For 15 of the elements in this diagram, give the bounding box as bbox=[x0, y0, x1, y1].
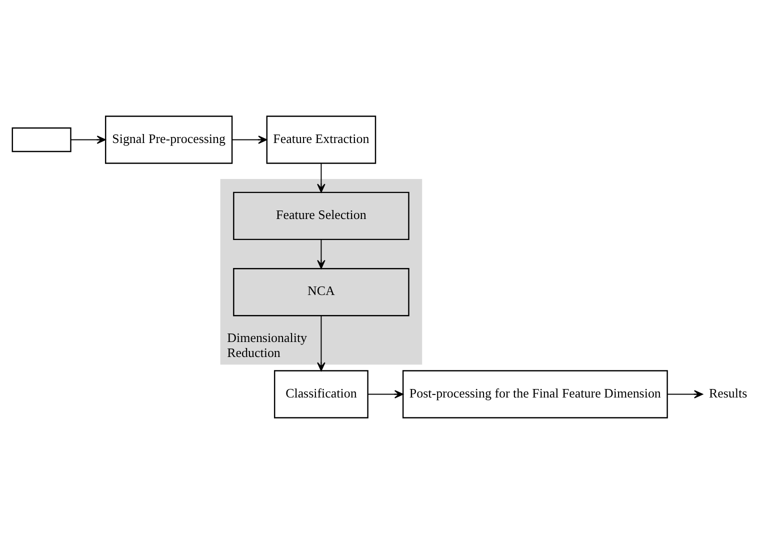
node-box bbox=[12, 127, 72, 152]
arrow bbox=[317, 162, 326, 193]
node-box: Signal Pre-processing bbox=[104, 116, 233, 164]
arrow bbox=[70, 136, 106, 144]
node-box: Feature Extraction bbox=[266, 116, 376, 164]
arrow bbox=[317, 315, 326, 372]
node-text: Results bbox=[709, 385, 748, 400]
arrow bbox=[317, 239, 326, 269]
arrow bbox=[232, 136, 268, 144]
node-box: Feature Selection bbox=[233, 192, 410, 240]
node-box: Classification bbox=[274, 370, 368, 418]
arrow bbox=[368, 390, 404, 398]
node-box: Post-processing for the Final Feature Dimension bbox=[402, 370, 668, 418]
node-box: NCA bbox=[233, 268, 410, 316]
arrow bbox=[666, 390, 703, 398]
